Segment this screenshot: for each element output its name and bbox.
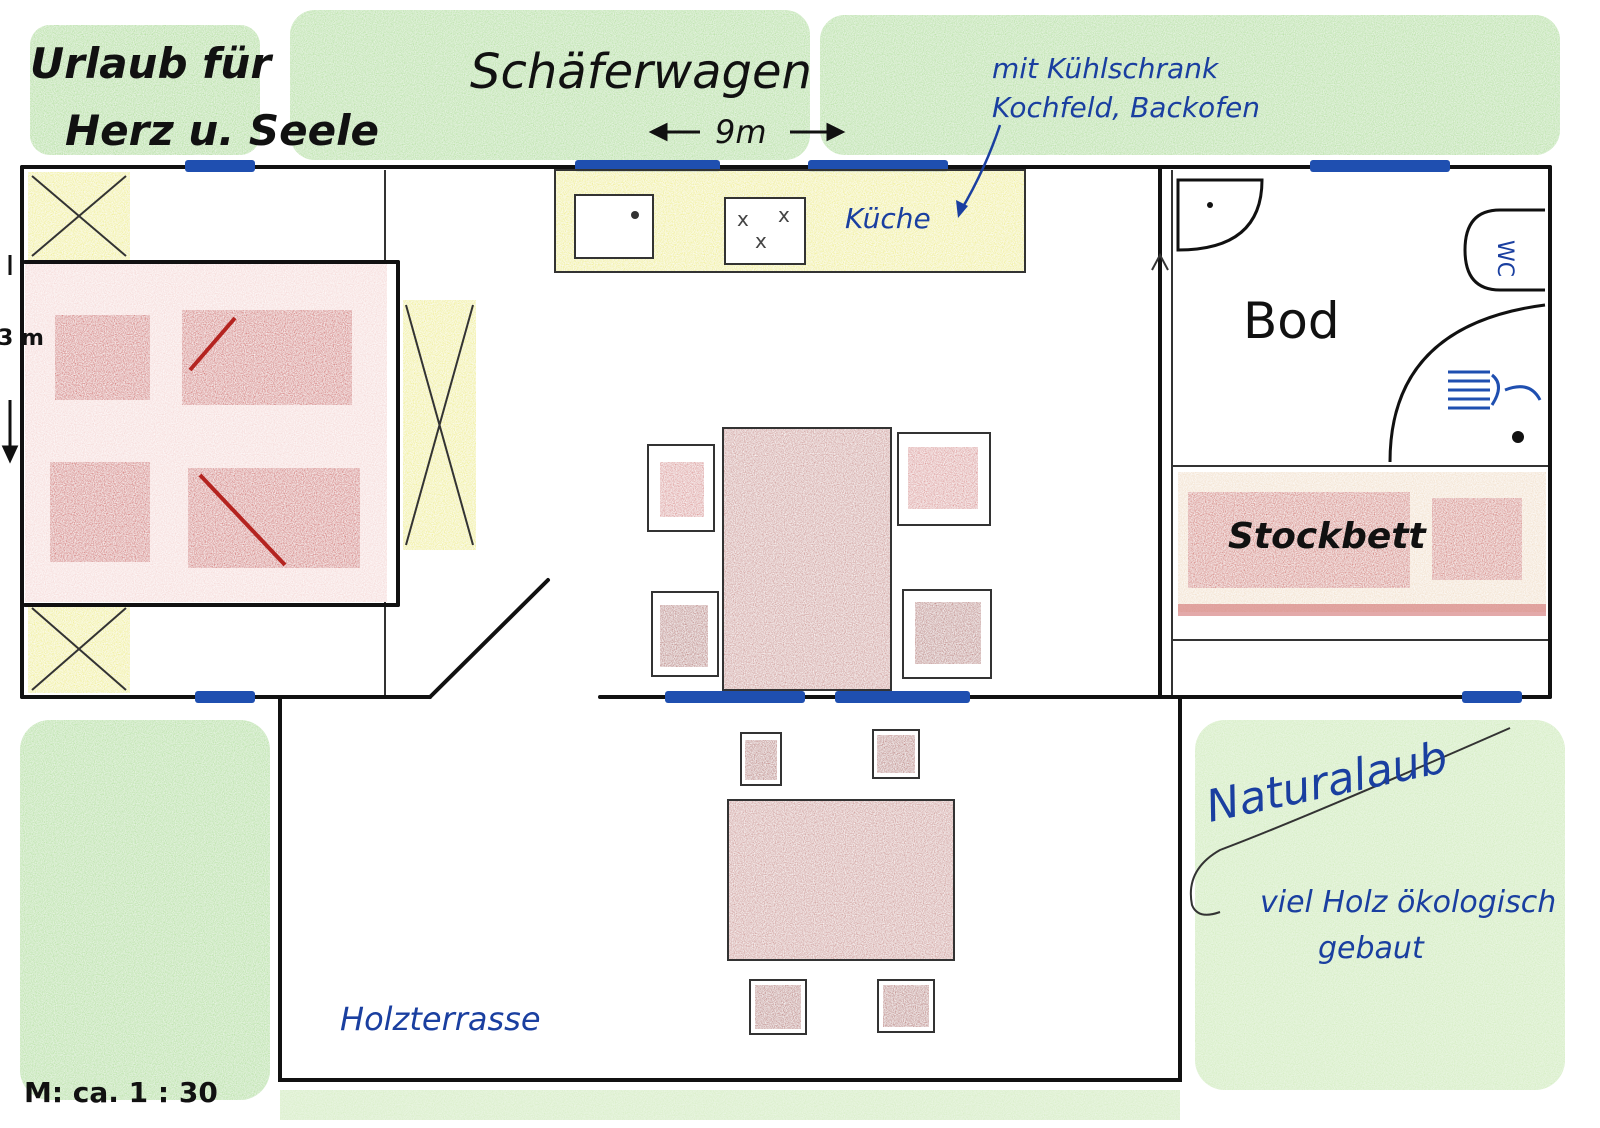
wardrobe-side <box>403 300 476 550</box>
window-top-4 <box>1310 160 1450 172</box>
grass-bottom-left <box>20 720 270 1100</box>
corner-sink <box>1176 178 1264 252</box>
bedroom <box>23 172 476 693</box>
label-terrace: Holzterrasse <box>340 1000 541 1038</box>
svg-text:x: x <box>737 207 749 231</box>
kitchen-counter: x x x <box>554 169 1026 273</box>
bunk-bed <box>1178 472 1546 616</box>
nature-note-swoosh <box>1189 727 1511 916</box>
title-left-line2: Herz u. Seele <box>65 106 379 155</box>
grass-areas <box>20 10 1565 1120</box>
grass-top-center <box>290 10 810 160</box>
label-wc: WC <box>1492 240 1517 277</box>
dimension-arrows <box>1 122 846 464</box>
wc-toilet <box>1463 208 1545 292</box>
dimension-length-label: 9m <box>715 113 767 151</box>
label-kitchen: Küche <box>845 202 931 235</box>
label-bath: Bod <box>1243 292 1340 350</box>
window-bottom-4 <box>1462 691 1522 703</box>
title-main: Schäferwagen <box>470 44 812 100</box>
note-kitchen-line1: mit Kühlschrank <box>992 52 1220 85</box>
terrace-table <box>728 800 954 960</box>
double-bed <box>23 260 400 607</box>
dining-table-inside <box>647 427 992 691</box>
shower <box>1388 303 1546 463</box>
bathroom <box>1176 178 1546 463</box>
window-top-1 <box>185 160 255 172</box>
kitchen-note-arrow <box>958 124 1002 213</box>
svg-text:x: x <box>778 203 790 227</box>
pillow-1 <box>55 315 150 400</box>
grass-top-left <box>30 25 260 155</box>
grass-bottom-strip <box>280 1090 1180 1120</box>
window-bottom-2 <box>665 691 805 703</box>
blanket-1 <box>182 310 352 405</box>
note-kitchen-line2: Kochfeld, Backofen <box>992 91 1260 124</box>
label-bunkbed: Stockbett <box>1228 516 1428 557</box>
note-nature-line2: viel Holz ökologisch <box>1260 885 1556 920</box>
wardrobe-top-left <box>28 172 130 260</box>
shower-head-icon <box>1448 370 1542 410</box>
note-nature-line3: gebaut <box>1318 931 1425 966</box>
pillow-2 <box>50 462 150 562</box>
dimension-width-label: 3 m <box>0 326 44 351</box>
wardrobe-bottom-left <box>28 605 130 693</box>
grass-bottom-right <box>1195 720 1565 1090</box>
terrace-furniture <box>727 729 955 1035</box>
scale-label: M: ca. 1 : 30 <box>24 1076 218 1109</box>
title-left-line1: Urlaub für <box>30 39 273 88</box>
window-bottom-1 <box>195 691 255 703</box>
cooktop <box>724 197 806 265</box>
svg-text:x: x <box>755 229 767 253</box>
sink <box>574 194 654 259</box>
grass-top-right <box>820 15 1560 155</box>
window-bottom-3 <box>835 691 970 703</box>
